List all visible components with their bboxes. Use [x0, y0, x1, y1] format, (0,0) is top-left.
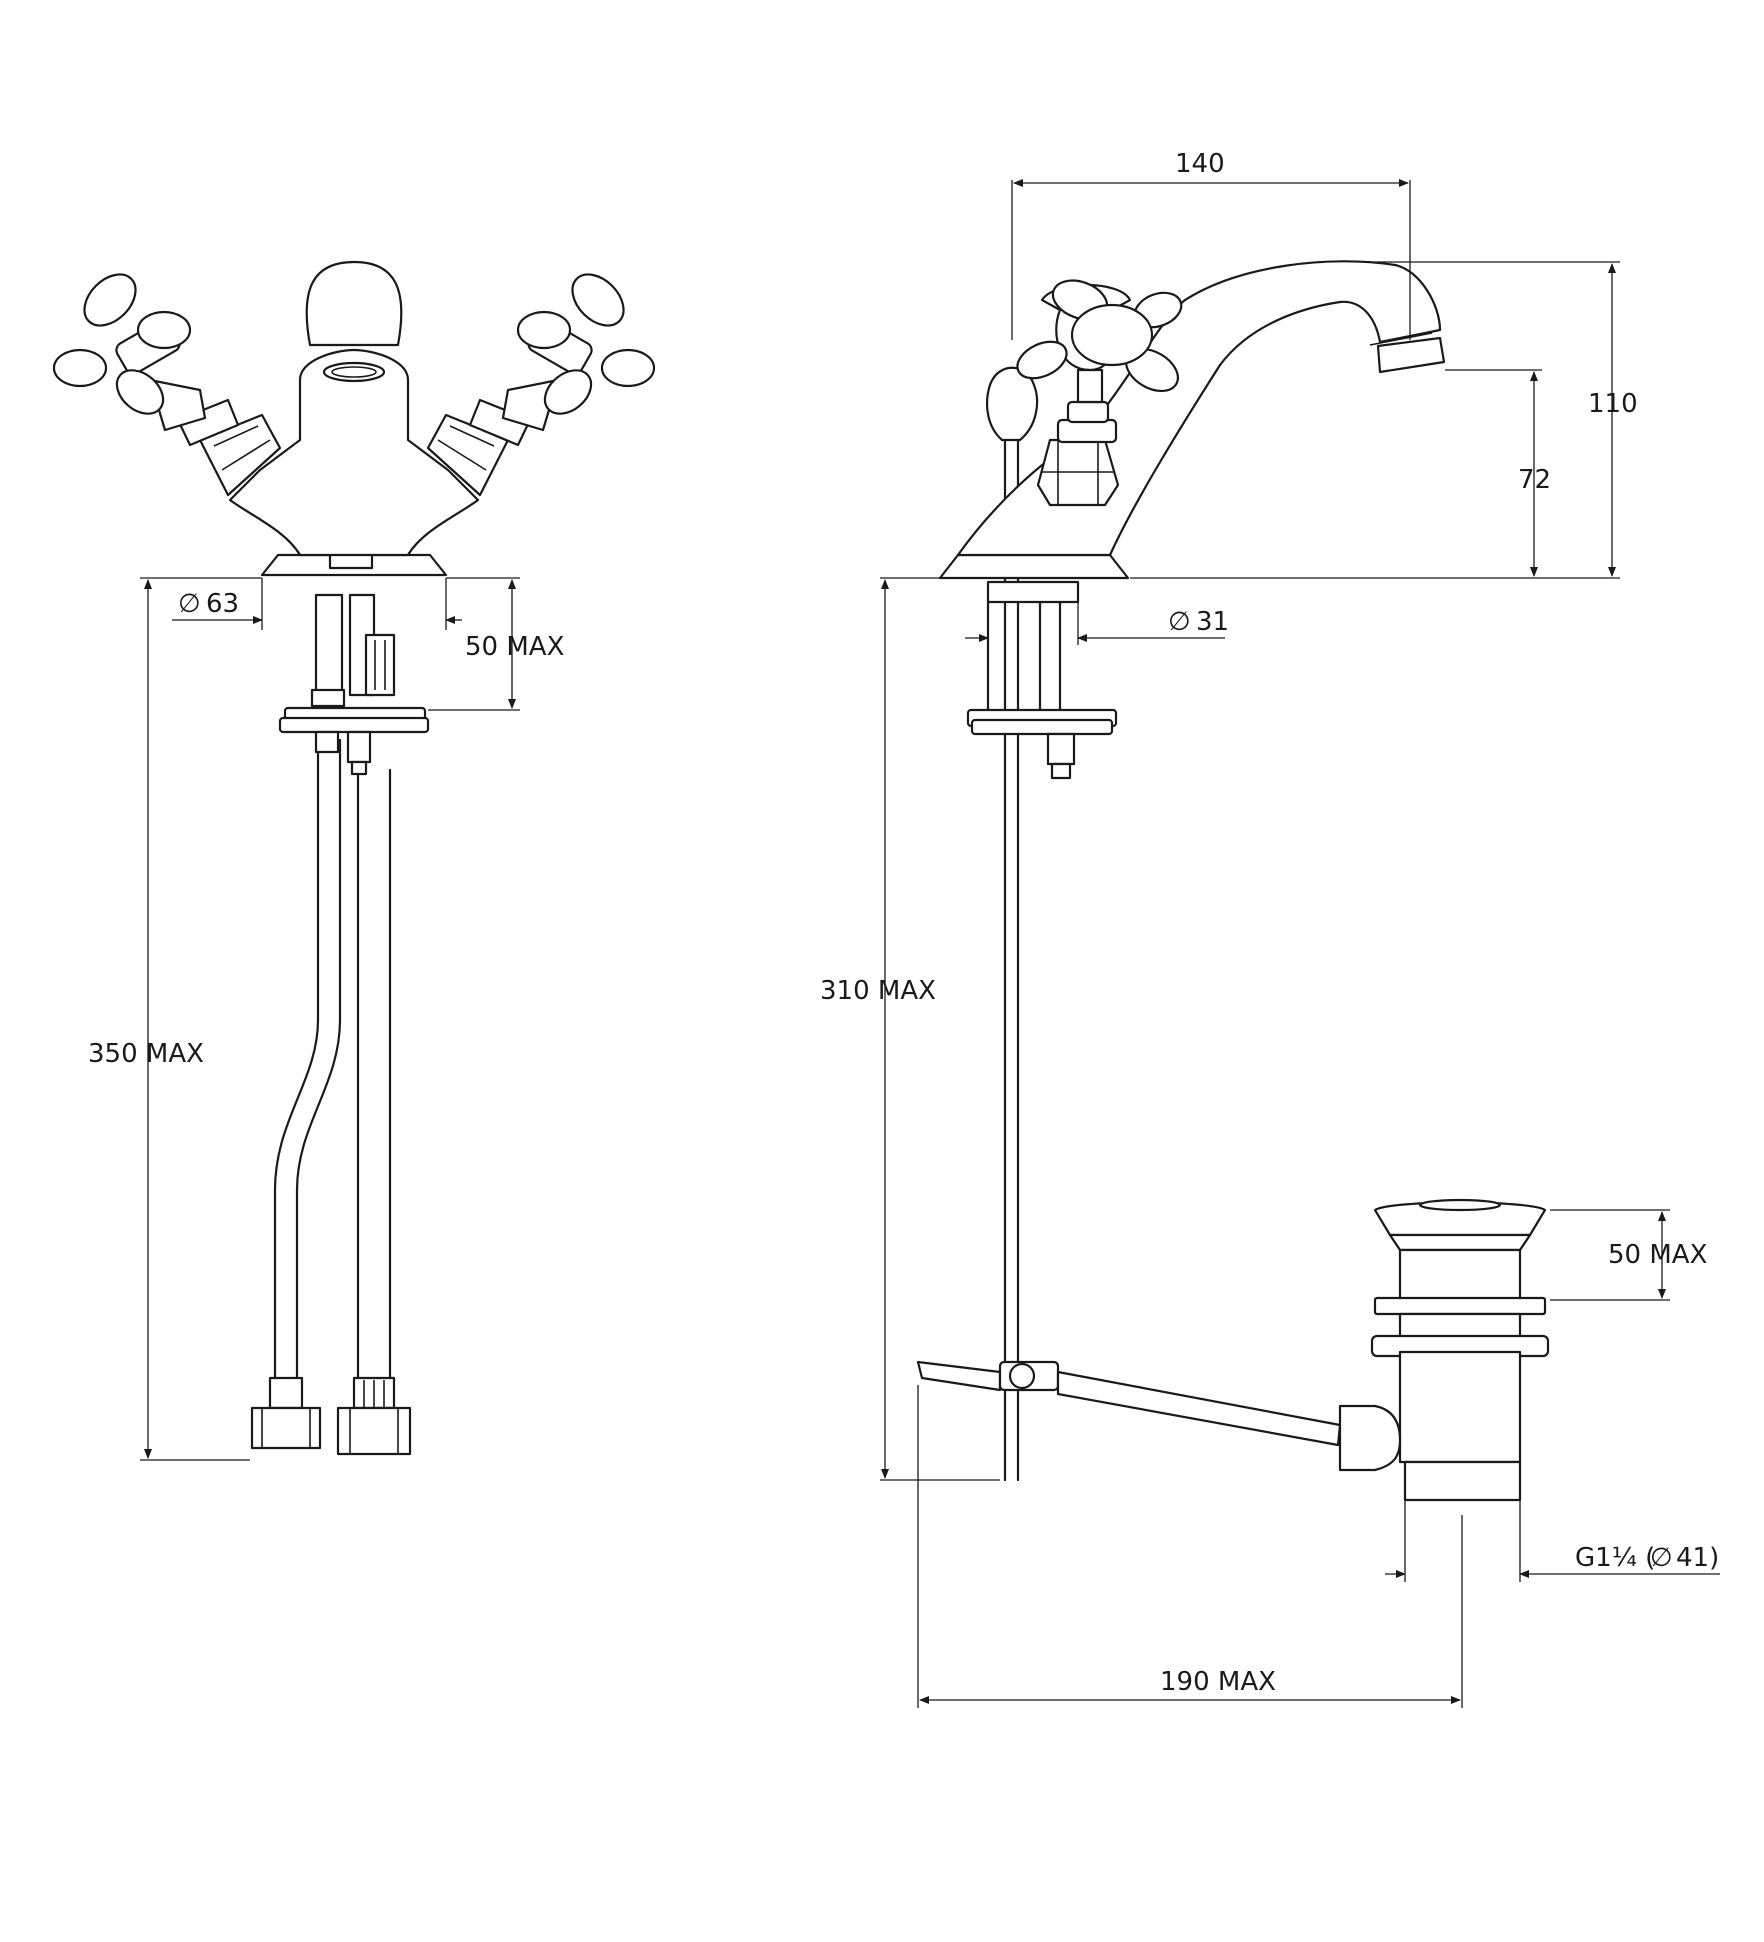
side-dimensions	[880, 179, 1720, 1708]
dim-value-waste-diameter: 41)	[1676, 1543, 1719, 1573]
dim-label-shank-diameter: ∅ 31	[1168, 607, 1229, 637]
front-dimensions	[140, 577, 520, 1461]
tap-body-front	[228, 260, 480, 577]
dim-label-waste-reach: 190 MAX	[1160, 1667, 1276, 1697]
cross-handle-right	[426, 273, 656, 497]
flexible-hose-left	[250, 738, 342, 1450]
diameter-symbol: ∅	[1168, 607, 1191, 637]
dim-label-waste-thread: G1¼ ( ∅ 41)	[1575, 1543, 1719, 1573]
dim-label-pullrod-length: 310 MAX	[820, 976, 936, 1006]
cross-handle-left	[52, 273, 282, 497]
flexible-hose-right	[336, 768, 412, 1456]
dim-label-outlet-height: 72	[1518, 465, 1551, 495]
side-view: 140 110 72 ∅ 31 310 MAX 50 MAX G1¼ ( ∅ 4…	[820, 149, 1720, 1708]
dim-label-hose-length: 350 MAX	[88, 1039, 204, 1069]
diameter-symbol: ∅	[1650, 1543, 1673, 1573]
dim-label-base-diameter: ∅ 63	[178, 589, 239, 619]
cross-handle-side	[1016, 279, 1183, 507]
side-shanks	[966, 580, 1118, 780]
dim-label-deck-thickness: 50 MAX	[465, 632, 564, 662]
waste-linkage	[916, 1360, 1342, 1447]
dim-value-shank-diameter: 31	[1196, 607, 1229, 637]
mounting-shanks	[278, 593, 430, 776]
dim-value-base-diameter: 63	[206, 589, 239, 619]
pop-up-pull-rod	[986, 366, 1039, 1482]
pop-up-waste	[1338, 1198, 1550, 1502]
dim-label-spout-reach: 140	[1175, 149, 1225, 179]
dim-label-spout-height: 110	[1588, 389, 1638, 419]
front-view: ∅ 63 50 MAX 350 MAX	[52, 260, 656, 1461]
dim-thread-prefix: G1¼ (	[1575, 1543, 1655, 1573]
dim-label-waste-thickness: 50 MAX	[1608, 1240, 1707, 1270]
diameter-symbol: ∅	[178, 589, 201, 619]
